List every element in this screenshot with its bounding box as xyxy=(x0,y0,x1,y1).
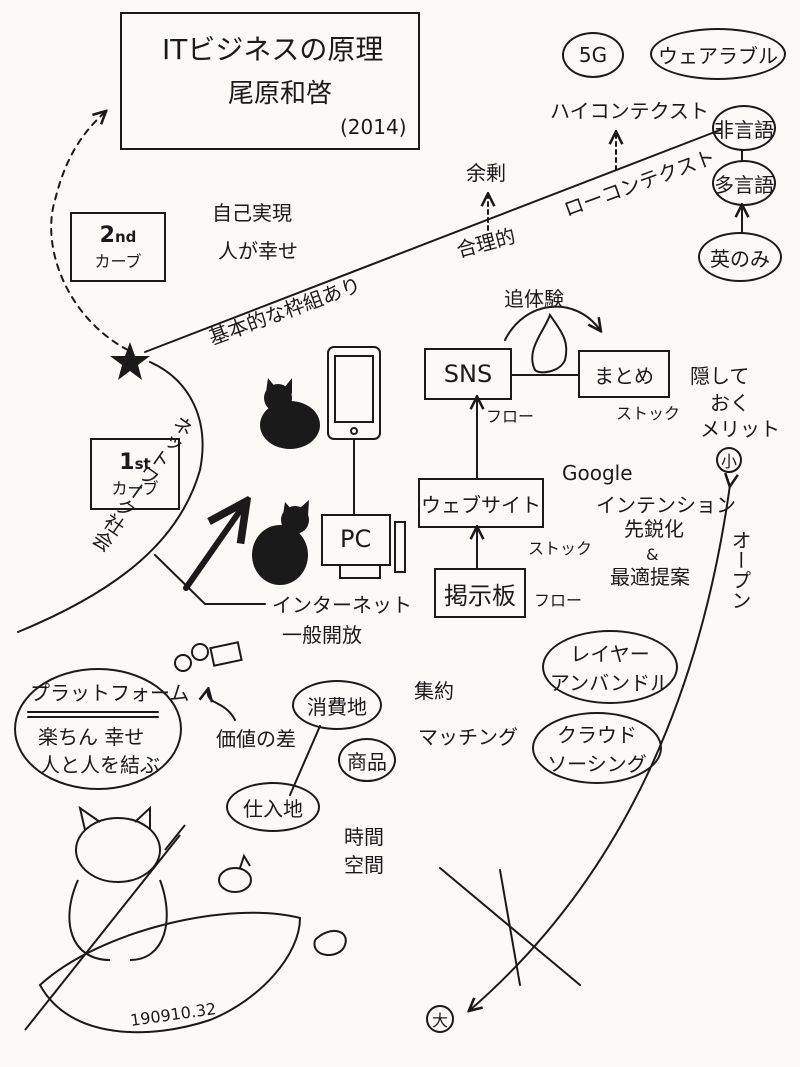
book-title: ITビジネスの原理 xyxy=(162,33,384,66)
unbundle-label: アンバンドル xyxy=(549,671,671,695)
surplus-label: 余剰 xyxy=(466,161,506,185)
first-curve-line xyxy=(17,361,204,633)
google-label: Google xyxy=(562,461,633,485)
first-curve-num: 1 xyxy=(119,449,135,475)
first-curve-label: カーブ xyxy=(111,478,159,498)
hidden-merit-line-3: メリット xyxy=(700,417,780,441)
website-box: ウェブサイト xyxy=(418,478,544,528)
pc-icon xyxy=(321,514,406,579)
people-happy-label: 人が幸せ xyxy=(218,239,298,263)
matome-box: まとめ xyxy=(578,350,670,398)
optimized-label: 最適提案 xyxy=(610,565,690,589)
cat-boat-illustration xyxy=(24,805,347,1034)
small-bubble: 小 xyxy=(716,447,742,473)
layer-unbundle-bubble: レイヤー アンバンドル xyxy=(542,630,678,704)
value-gap-label: 価値の差 xyxy=(216,727,296,751)
flow-label-1: フロー xyxy=(486,407,535,426)
cat-silhouette-bottom xyxy=(252,500,309,585)
goods-bubble: 商品 xyxy=(338,738,396,782)
internet-label: インターネット xyxy=(272,593,412,617)
second-curve-suffix: nd xyxy=(114,227,137,246)
hidden-merit-line-2: おく xyxy=(710,391,750,415)
sourcing-label: ソーシング xyxy=(547,752,647,776)
open-arrow xyxy=(470,485,730,1010)
sns-box: SNS xyxy=(424,348,512,400)
matching-label: マッチング xyxy=(418,725,518,749)
ampersand-label: & xyxy=(646,545,659,564)
english-only-bubble: 英のみ xyxy=(698,232,782,282)
time-label: 時間 xyxy=(344,825,384,849)
curl-arrow xyxy=(208,690,236,721)
crowd-sourcing-bubble: クラウド ソーシング xyxy=(532,712,662,784)
title-box xyxy=(120,12,420,150)
second-curve-box: 2nd カーブ xyxy=(70,212,166,282)
internet-pointer-line xyxy=(154,554,266,605)
second-curve-dashed-line xyxy=(50,112,129,351)
glasses-icon xyxy=(174,641,243,672)
stock-label-1: ストック xyxy=(616,404,681,423)
stock-label-2: ストック xyxy=(528,539,593,558)
first-curve-suffix: st xyxy=(134,454,151,473)
virtual-experience-label: 追体験 xyxy=(504,287,564,311)
aggregation-label: 集約 xyxy=(414,679,454,703)
intention-label: インテンション xyxy=(596,493,736,517)
open-label: オープン xyxy=(728,530,752,610)
value-gap-line xyxy=(289,725,321,796)
flow-label-2: フロー xyxy=(534,591,583,610)
large-bubble: 大 xyxy=(426,1005,454,1033)
non-verbal-bubble: 非言語 xyxy=(712,105,776,151)
multi-lang-bubble: 多言語 xyxy=(712,160,776,206)
space-label: 空間 xyxy=(344,853,384,877)
easy-happy-label: 楽ちん 幸せ xyxy=(38,725,145,749)
star-icon xyxy=(110,342,150,380)
network-society-arrow xyxy=(183,505,244,591)
consumption-bubble: 消費地 xyxy=(292,680,382,730)
book-year: (2014) xyxy=(340,115,407,139)
crowd-label: クラウド xyxy=(557,723,637,747)
cross-line-b xyxy=(499,869,521,986)
layer-label: レイヤー xyxy=(570,642,650,666)
platform-bubble xyxy=(14,668,182,790)
purchase-bubble: 仕入地 xyxy=(226,782,320,832)
tablet-icon xyxy=(327,346,381,515)
first-curve-box: 1st カーブ xyxy=(90,438,180,510)
second-curve-num: 2 xyxy=(99,222,115,248)
bbs-box: 掲示板 xyxy=(434,568,526,618)
framework-line xyxy=(144,129,721,353)
wearable-bubble: ウェアラブル xyxy=(650,28,786,80)
book-author: 尾原和啓 xyxy=(228,79,333,109)
sharpened-label: 先鋭化 xyxy=(624,517,684,541)
second-curve-label: カーブ xyxy=(94,251,142,271)
cat-silhouette-top xyxy=(260,378,320,449)
virtual-experience-arc xyxy=(504,305,600,341)
pc-label: PC xyxy=(340,525,372,553)
high-context-label: ハイコンテクスト xyxy=(550,99,709,123)
connect-people-label: 人と人を結ぶ xyxy=(40,753,160,777)
general-open-label: 一般開放 xyxy=(282,623,362,647)
five-g-bubble: 5G xyxy=(562,32,624,78)
self-realization-label: 自己実現 xyxy=(212,201,292,225)
hidden-merit-line-1: 隠して xyxy=(690,364,750,388)
fire-icon xyxy=(531,312,568,374)
